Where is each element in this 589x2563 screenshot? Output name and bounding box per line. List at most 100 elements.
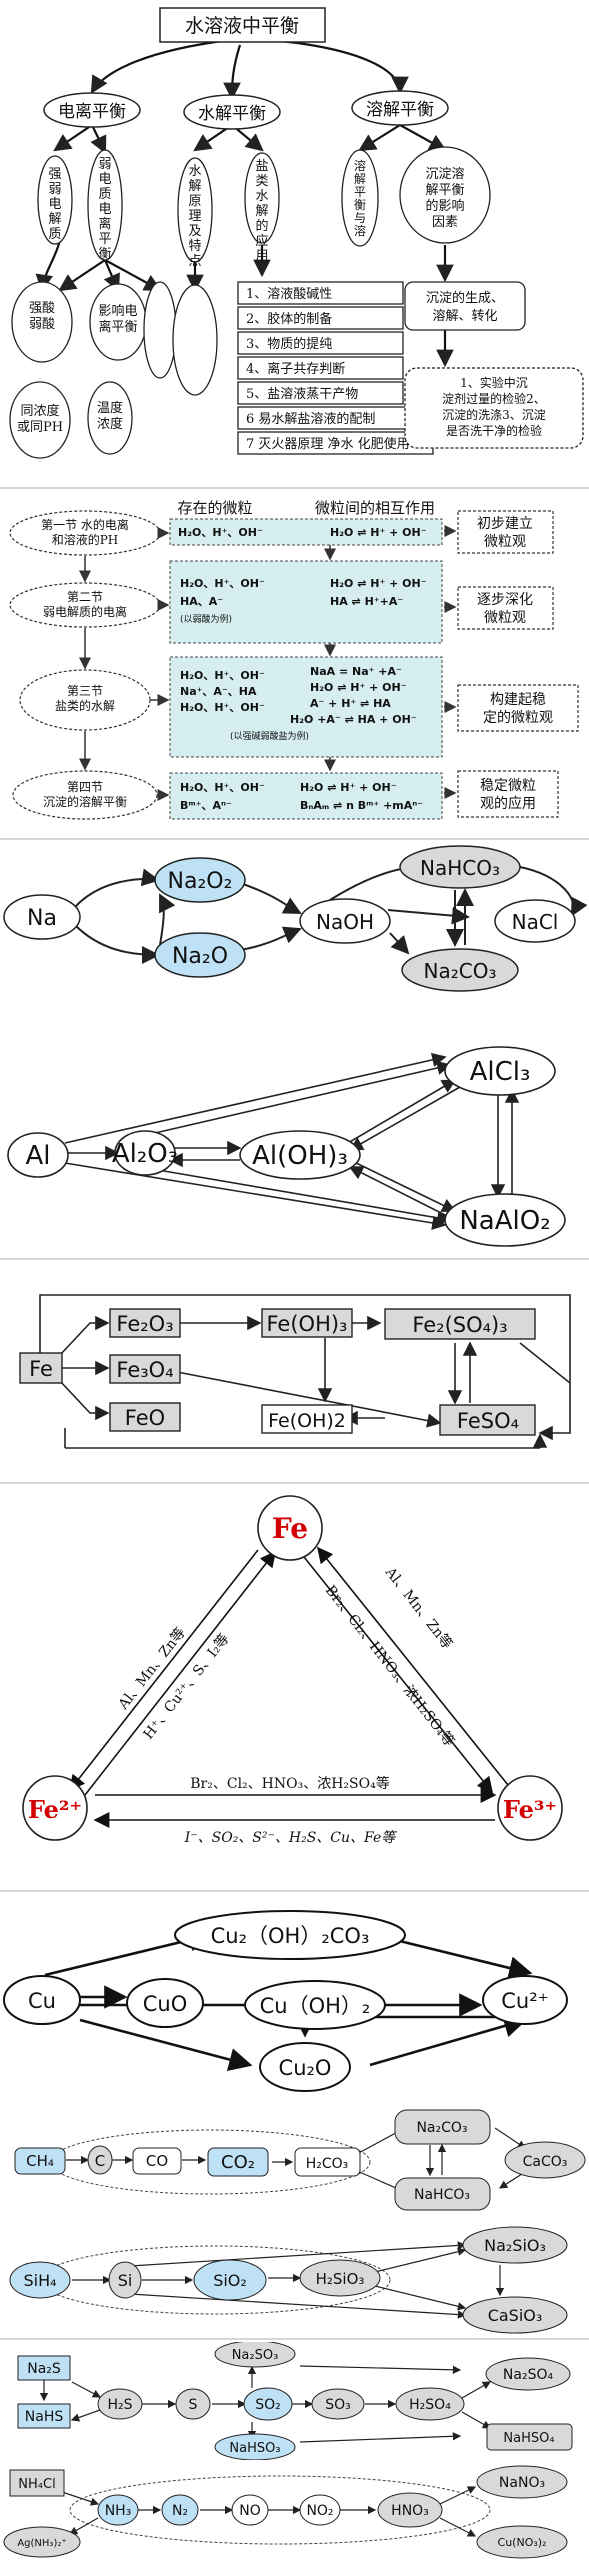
node-CuNO32 [476,2525,568,2559]
copper-diagram: Cu₂（OH）₂CO₃ Cu CuO Cu（OH）₂ Cu²⁺ Cu₂O [3,1910,568,2092]
node-H2SO4 [395,2387,465,2421]
salt-apply-list [237,281,434,455]
particle-view-flow: 存在的微粒 微粒间的相互作用 第一节 水的电离和溶液的PH 第二节弱电解质的电离… [9,499,579,820]
node-Na2O [154,932,246,978]
node-AlCl3 [444,1046,556,1096]
node-AlOH3 [239,1130,361,1180]
nitrogen-diagram: NH₄Cl Ag(NH₃)₂⁺ NH₃ N₂ NO NO₂ HNO₃ NaNO₃… [3,2465,568,2559]
node-H2CO3 [294,2147,361,2177]
node-Cu [3,1975,81,2025]
aqueous-equilibrium-tree: 水溶液中平衡 电离平衡 水解平衡 溶解平衡 强弱电解质 弱电质电离平衡 水解原理… [9,7,584,459]
side4-label: 稳定微粒观的应用 [480,778,536,812]
row3-inter-b: H₂O ⇌ H⁺ + OH⁻ [310,681,407,694]
label-S: S [189,2397,198,2413]
row1-box [169,518,443,546]
panel-iron-compounds: Fe Fe₂O₃ Fe₃O₄ FeO Fe(OH)₃ Fe(OH)2 Fe₂(S… [0,1263,589,1478]
node-Na2CO3 [394,2109,491,2145]
row4-inter-b: BₙAₘ ⇌ n Bᵐ⁺ +mAⁿ⁻ [300,799,423,812]
node-strong-weak [37,155,73,245]
node-Al [7,1132,69,1178]
panel-carbon: CH₄ C CO CO₂ H₂CO₃ Na₂CO₃ NaHCO₃ CaCO₃ [0,2100,589,2215]
node-hydrolysis [183,94,281,130]
node-Fe2O3 [109,1308,181,1338]
section2-label: 第二节弱电解质的电离 [43,590,127,619]
node-Fe2 [22,1775,88,1841]
node-NaHCO3 [394,2177,491,2211]
label-FeOH2: Fe(OH)2 [268,1410,346,1432]
label-NaCl: NaCl [512,910,559,934]
col-particles: 存在的微粒 [177,499,252,517]
node-CaCO3 [504,2141,586,2179]
divider [0,1890,589,1892]
label-Fe2O3: Fe₂O₃ [116,1312,173,1336]
node-hydrolysis-label: 水解平衡 [198,104,266,124]
col-interactions: 微粒间的相互作用 [315,499,435,517]
side2-box [457,586,554,630]
node-S [175,2388,211,2420]
node-Na2SO4 [485,2357,571,2391]
panel-particle-view: 存在的微粒 微粒间的相互作用 第一节 水的电离和溶液的PH 第二节弱电解质的电离… [0,495,589,835]
node-SO2 [243,2387,293,2421]
label-Fe2SO43: Fe₂(SO₄)₃ [412,1313,507,1337]
app-item-1: 1、溶液酸碱性 [246,287,332,302]
panel-aluminum: Al Al₂O₃ Al(OH)₃ AlCl₃ NaAlO₂ [0,1015,589,1255]
app-item-5: 5、盐溶液蒸干产物 [246,387,358,402]
node-FeOH2 [261,1404,353,1434]
label-left-inner: H⁺、Cu²⁺、S、I₂等 [140,1630,233,1742]
node-Cu2OH2CO3 [174,1910,406,1960]
app-item-6: 6 易水解盐溶液的配制 [246,411,375,427]
divider [0,1258,589,1260]
panel-iron-triangle: Fe Fe²⁺ Fe³⁺ Al、Mn、Zn等 H⁺、Cu²⁺、S、I₂等 Br₂… [0,1490,589,1885]
node-NO2 [299,2494,341,2526]
app-item-2: 2、胶体的制备 [246,311,332,327]
label-FeSO4: FeSO₄ [457,1409,519,1433]
node-Fe [257,1495,323,1561]
node-CO [132,2147,182,2175]
label-Na2SO4: Na₂SO₄ [503,2367,554,2383]
node-CO2 [207,2147,269,2177]
iron-compounds-diagram: Fe Fe₂O₃ Fe₃O₄ FeO Fe(OH)₃ Fe(OH)2 Fe₂(S… [19,1294,571,1449]
side1-label: 初步建立微粒观 [477,515,533,550]
node-hydro-principle [177,157,213,263]
panel-aqueous-equilibrium: 水溶液中平衡 电离平衡 水解平衡 溶解平衡 强弱电解质 弱电质电离平衡 水解原理… [0,0,589,485]
hydro-principle-label: 水解原理及特点 [188,164,201,269]
node-NaNO3 [476,2465,568,2499]
leaf-temp [87,381,133,455]
label-HNO3: HNO₃ [391,2503,429,2519]
node-precip-factors [399,146,491,244]
row3-particles-c: H₂O、H⁺、OH⁻ [180,701,265,714]
label-SiH4: SiH₄ [23,2271,56,2290]
row3-particles-note: (以强碱弱酸盐为例) [230,730,309,742]
label-CO2: CO₂ [221,2152,255,2173]
node-Na2SO3 [214,2342,296,2368]
label-bottom-top: Br₂、Cl₂、HNO₃、浓H₂SO₄等 [190,1775,389,1792]
side3-box [457,684,579,732]
label-AgNH3: Ag(NH₃)₂⁺ [17,2538,66,2549]
divider [0,1482,589,1484]
section3-label: 第三节盐类的水解 [55,684,115,713]
node-CH4 [14,2147,66,2175]
side1-box [457,510,554,554]
side4-box [457,770,559,818]
title-box [159,7,326,43]
node-AgNH3 [3,2526,81,2558]
node-Na2CO3 [401,948,519,992]
node-Si [108,2261,142,2299]
label-Fe2: Fe²⁺ [28,1795,82,1824]
node-NH4Cl [9,2469,65,2497]
precip-ops-box [404,281,526,331]
label-Cu2OH2CO3: Cu₂（OH）₂CO₃ [211,1924,370,1948]
label-Na2CO3: Na₂CO₃ [424,959,497,983]
label-Na2CO3: Na₂CO₃ [416,2120,467,2136]
panel-sodium: Na Na₂O₂ Na₂O NaOH NaHCO₃ Na₂CO₃ NaCl [0,845,589,1010]
row3-box [169,656,443,758]
label-AlOH3: Al(OH)₃ [252,1141,348,1171]
label-right-inner: Br₂、Cl₂、HNO₃、浓H₂SO₄等 [322,1582,458,1750]
label-bottom-bottom: I⁻、SO₂、S²⁻、H₂S、Cu、Fe等 [184,1830,398,1846]
divider [0,487,589,489]
node-salt-apply [244,152,280,244]
node-NaAlO2 [444,1193,566,1247]
side3-label: 构建起稳定的微粒观 [483,692,553,726]
label-NaAlO2: NaAlO₂ [459,1206,550,1236]
row3-particles-a: H₂O、H⁺、OH⁻ [180,669,265,682]
